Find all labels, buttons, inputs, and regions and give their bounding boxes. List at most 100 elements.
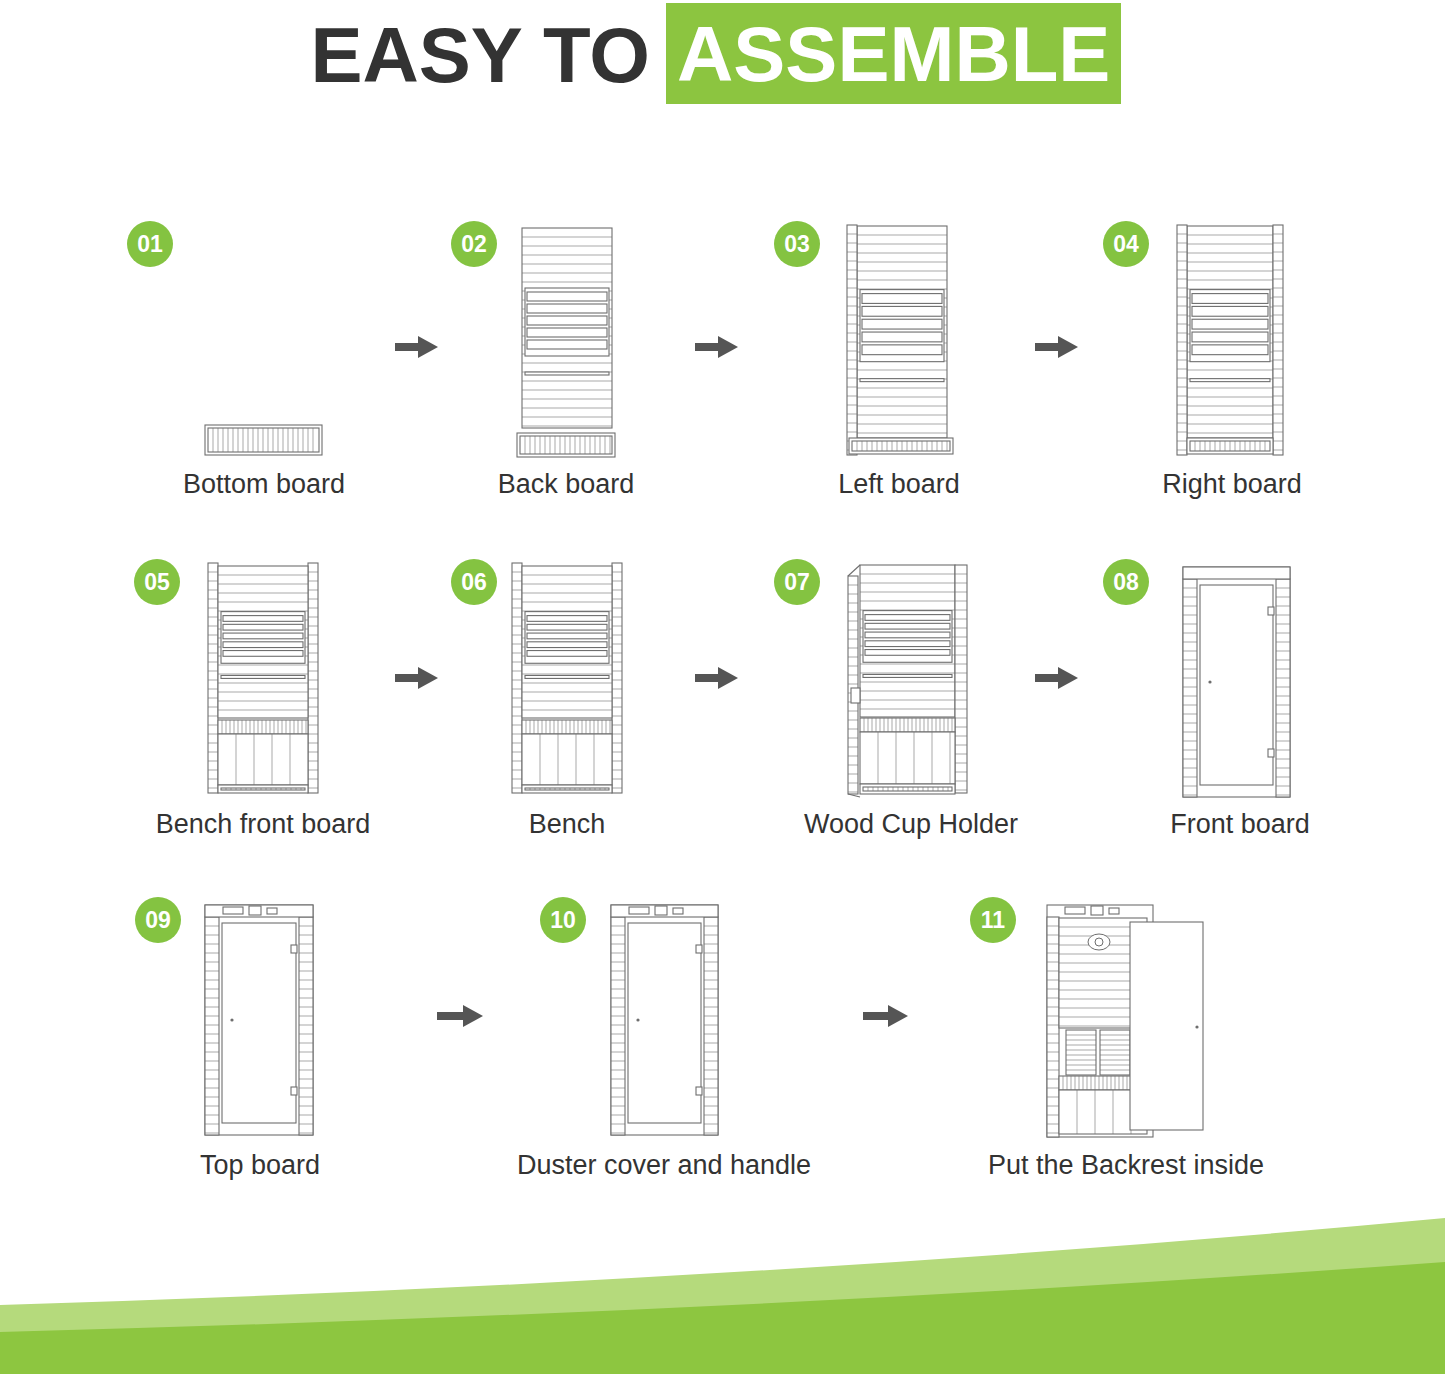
outline-line <box>208 788 218 789</box>
outline-line <box>218 710 308 711</box>
outline-line <box>208 581 218 582</box>
outline-line <box>847 261 857 262</box>
outline-line <box>1187 406 1273 407</box>
outline-line <box>704 980 718 981</box>
door-hinge <box>1268 749 1274 757</box>
outline-line <box>534 720 535 734</box>
outline-line <box>857 253 947 254</box>
top-strip <box>1183 567 1290 579</box>
outline-line <box>1273 279 1283 280</box>
outline-line <box>1276 687 1290 688</box>
outline-line <box>1183 795 1197 796</box>
outline-line <box>857 397 947 398</box>
outline-line <box>612 770 622 771</box>
outline-line <box>205 998 219 999</box>
outline-line <box>205 962 219 963</box>
outline-line <box>1187 271 1273 272</box>
outline-line <box>612 707 622 708</box>
outline-line <box>847 387 857 388</box>
outline-line <box>848 729 858 730</box>
outline-line <box>955 781 967 782</box>
outline-line <box>545 788 546 790</box>
outline-line <box>704 1124 718 1125</box>
outline-line <box>611 1052 625 1053</box>
outline-line <box>1276 723 1290 724</box>
outline-line <box>1177 387 1187 388</box>
outline-line <box>290 720 291 734</box>
glass-door <box>628 923 701 1123</box>
outline-line <box>1066 1070 1096 1071</box>
outline-line <box>1047 989 1059 990</box>
outline-line <box>704 1007 718 1008</box>
outline-line <box>611 998 625 999</box>
outline-line <box>1047 1097 1059 1098</box>
side-panel <box>612 563 622 793</box>
floor-tray <box>849 438 953 454</box>
outline-line <box>923 787 924 791</box>
outline-line <box>205 1043 219 1044</box>
side-panel <box>611 917 625 1135</box>
outline-line <box>847 414 857 415</box>
outline-line <box>560 788 561 790</box>
outline-line <box>522 390 612 391</box>
step-number-badge: 04 <box>1103 221 1149 267</box>
outline-line <box>1255 441 1256 451</box>
outline-line <box>936 718 937 732</box>
side-panel <box>299 917 313 1135</box>
outline-line <box>878 732 879 784</box>
floor-tray <box>860 784 955 794</box>
floor-tray <box>1187 438 1273 454</box>
door-hinge <box>291 1087 297 1095</box>
outline-line <box>955 682 967 683</box>
outline-line <box>246 788 247 790</box>
outline-line <box>704 989 718 990</box>
outline-line <box>902 441 903 451</box>
outline-line <box>847 243 857 244</box>
outline-line <box>271 788 272 790</box>
side-panel <box>308 563 318 793</box>
outline-line <box>611 926 625 927</box>
outline-line <box>266 720 267 734</box>
outline-line <box>704 1061 718 1062</box>
outline-line <box>208 761 218 762</box>
outline-line <box>1177 423 1187 424</box>
floor-tray <box>517 433 615 457</box>
outline-line <box>1187 280 1273 281</box>
outline-line <box>522 417 612 418</box>
outline-line <box>847 423 857 424</box>
outline-line <box>704 962 718 963</box>
outline-line <box>955 628 967 629</box>
floor-tray <box>522 785 612 793</box>
outline-line <box>955 745 967 746</box>
outline-line <box>512 608 522 609</box>
outline-line <box>860 592 955 593</box>
outline-line <box>1276 588 1290 589</box>
outline-line <box>1127 1076 1128 1090</box>
outline-line <box>522 282 612 283</box>
outline-line <box>522 710 612 711</box>
outline-line <box>955 754 967 755</box>
outline-line <box>1115 1076 1116 1090</box>
heater-bar <box>865 623 950 629</box>
outline-line <box>234 720 235 734</box>
outline-line <box>612 716 622 717</box>
outline-line <box>955 592 967 593</box>
outline-line <box>578 720 579 734</box>
outline-line <box>848 783 858 784</box>
outline-line <box>1100 1055 1130 1056</box>
outline-line <box>612 644 622 645</box>
outline-line <box>308 698 318 699</box>
outline-line <box>208 572 218 573</box>
heater-bar <box>223 633 303 639</box>
step-number-badge: 03 <box>774 221 820 267</box>
outline-line <box>704 998 718 999</box>
outline-line <box>308 653 318 654</box>
outline-line <box>580 436 581 454</box>
outline-line <box>1183 588 1197 589</box>
outline-line <box>266 788 267 790</box>
heater-bar <box>1192 332 1268 342</box>
outline-line <box>955 646 967 647</box>
outline-line <box>1276 597 1290 598</box>
outline-line <box>860 700 955 701</box>
outline-line <box>612 698 622 699</box>
